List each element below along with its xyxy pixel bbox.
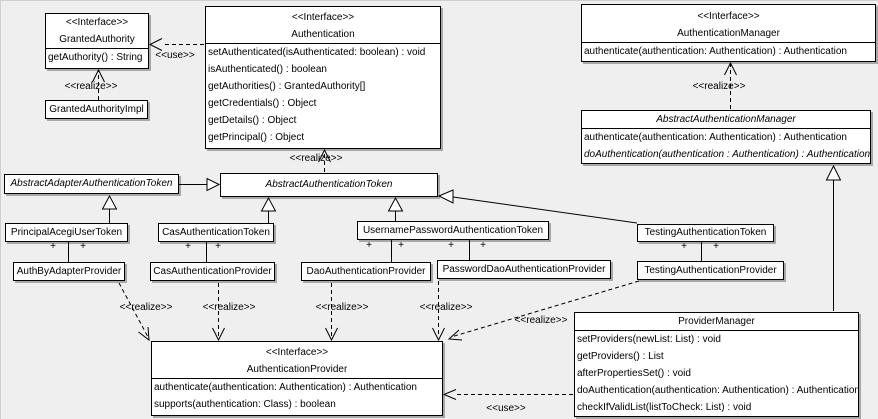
class-name: GrantedAuthority: [59, 34, 135, 45]
method: authenticate(authentication: Authenticat…: [584, 132, 847, 143]
association-end-plus: +: [713, 241, 719, 252]
compartment-divider: [206, 43, 440, 44]
method: setAuthenticated(isAuthenticated: boolea…: [208, 47, 426, 58]
compartment-divider: [582, 42, 875, 43]
association-end-plus: +: [215, 241, 221, 252]
association-end-plus: +: [448, 240, 454, 251]
realize-stereotype-label: <<realize>>: [315, 302, 369, 313]
association-end-plus: +: [185, 241, 191, 252]
class-abstract-authentication-token[interactable]: AbstractAuthenticationToken: [220, 173, 438, 197]
association-end-plus: +: [681, 241, 687, 252]
method: authenticate(authentication: Authenticat…: [154, 382, 417, 393]
realize-stereotype-label: <<realize>>: [514, 315, 568, 326]
generalization-provider-manager-to-abstract-authentication-manager: [825, 164, 842, 311]
stereotype-label: <<Interface>>: [265, 347, 329, 358]
realize-stereotype-label: <<realize>>: [419, 302, 473, 313]
class-authentication[interactable]: <<Interface>> Authentication setAuthenti…: [205, 6, 441, 149]
realize-stereotype-label: <<realize>>: [202, 302, 256, 313]
method: afterPropertiesSet() : void: [577, 368, 691, 379]
class-name: CasAuthenticationProvider: [153, 266, 272, 277]
association-end-plus: +: [50, 241, 56, 252]
method: authenticate(authentication: Authenticat…: [584, 46, 847, 57]
use-stereotype-label: <<use>>: [155, 50, 195, 61]
class-name: AuthenticationProvider: [246, 364, 348, 375]
realize-stereotype-label: <<realize>>: [64, 81, 118, 92]
class-provider-manager[interactable]: ProviderManager setProviders(newList: Li…: [574, 312, 859, 417]
class-username-password-authentication-token[interactable]: UsernamePasswordAuthenticationToken: [357, 221, 549, 240]
stereotype-label: <<Interface>>: [697, 11, 760, 22]
compartment-divider: [582, 128, 870, 129]
stereotype-label: <<Interface>>: [291, 12, 355, 23]
class-name: PrincipalAcegiUserToken: [10, 227, 123, 238]
compartment-divider: [152, 378, 442, 379]
method: getPrincipal() : Object: [208, 132, 305, 143]
association-end-plus: +: [366, 240, 372, 251]
class-name: GrantedAuthorityImpl: [49, 104, 144, 115]
method: getAuthorities() : GrantedAuthority[]: [208, 81, 366, 92]
method: getProviders() : List: [577, 351, 664, 362]
realize-stereotype-label: <<realize>>: [289, 153, 343, 164]
class-dao-authentication-provider[interactable]: DaoAuthenticationProvider: [301, 262, 431, 281]
realize-stereotype-label: <<realize>>: [119, 302, 173, 313]
association-end-plus: +: [480, 240, 486, 251]
compartment-divider: [575, 330, 858, 331]
association-end-plus: +: [398, 240, 404, 251]
class-authentication-provider[interactable]: <<Interface>> AuthenticationProvider aut…: [151, 341, 443, 416]
method: checkIfValidList(listToCheck: List) : vo…: [577, 402, 752, 413]
class-cas-authentication-provider[interactable]: CasAuthenticationProvider: [150, 262, 275, 281]
class-name: CasAuthenticationToken: [162, 227, 270, 238]
class-granted-authority[interactable]: <<Interface>> GrantedAuthority getAuthor…: [45, 13, 149, 69]
class-name: ProviderManager: [678, 316, 755, 327]
method: setProviders(newList: List) : void: [577, 334, 721, 345]
class-name: AbstractAuthenticationManager: [656, 114, 796, 125]
class-auth-by-adapter-provider[interactable]: AuthByAdapterProvider: [13, 262, 125, 281]
method: doAuthentication(authentication: Authent…: [577, 385, 858, 396]
class-granted-authority-impl[interactable]: GrantedAuthorityImpl: [45, 100, 148, 119]
method: getAuthority() : String: [48, 52, 143, 63]
stereotype-label: <<Interface>>: [65, 17, 129, 28]
use-stereotype-label: <<use>>: [486, 403, 526, 414]
method: doAuthentication(authentication : Authen…: [584, 149, 870, 160]
generalization-principal-acegi-user-token-to-abstract-adapter-token: [101, 194, 118, 223]
class-name: AbstractAdapterAuthenticationToken: [10, 178, 173, 189]
class-name: Authentication: [291, 29, 355, 40]
class-name: TestingAuthenticationToken: [644, 227, 767, 238]
class-testing-authentication-provider[interactable]: TestingAuthenticationProvider: [637, 261, 784, 280]
generalization-cas-token-to-abstract-token: [260, 196, 277, 223]
class-password-dao-authentication-provider[interactable]: PasswordDaoAuthenticationProvider: [437, 260, 611, 279]
method: isAuthenticated() : boolean: [208, 64, 327, 75]
association-end-plus: +: [80, 241, 86, 252]
class-principal-acegi-user-token[interactable]: PrincipalAcegiUserToken: [5, 223, 128, 242]
generalization-testing-token-to-abstract-token: [437, 189, 638, 224]
use-provider-manager-to-authentication-provider: [442, 389, 573, 400]
class-abstract-authentication-manager[interactable]: AbstractAuthenticationManager authentica…: [581, 110, 871, 164]
class-cas-authentication-token[interactable]: CasAuthenticationToken: [158, 223, 274, 242]
use-authentication-to-granted-authority: [148, 38, 204, 51]
class-abstract-adapter-authentication-token[interactable]: AbstractAdapterAuthenticationToken: [4, 174, 179, 194]
class-name: PasswordDaoAuthenticationProvider: [442, 264, 606, 275]
class-testing-authentication-token[interactable]: TestingAuthenticationToken: [637, 224, 774, 242]
class-name: AuthByAdapterProvider: [16, 266, 122, 277]
class-name: DaoAuthenticationProvider: [306, 266, 426, 277]
compartment-divider: [46, 48, 148, 49]
method: getCredentials() : Object: [208, 98, 317, 109]
generalization-username-password-token-to-abstract-token: [387, 196, 404, 221]
class-name: AbstractAuthenticationToken: [265, 179, 393, 190]
class-name: AuthenticationManager: [677, 28, 780, 39]
method: supports(authentication: Class) : boolea…: [154, 399, 336, 410]
method: getDetails() : Object: [208, 115, 297, 126]
realize-stereotype-label: <<realize>>: [692, 81, 746, 92]
class-name: UsernamePasswordAuthenticationToken: [362, 225, 544, 236]
class-authentication-manager[interactable]: <<Interface>> AuthenticationManager auth…: [581, 4, 876, 62]
class-name: TestingAuthenticationProvider: [644, 265, 777, 276]
generalization-abstract-adapter-token-to-abstract-token: [179, 177, 221, 192]
